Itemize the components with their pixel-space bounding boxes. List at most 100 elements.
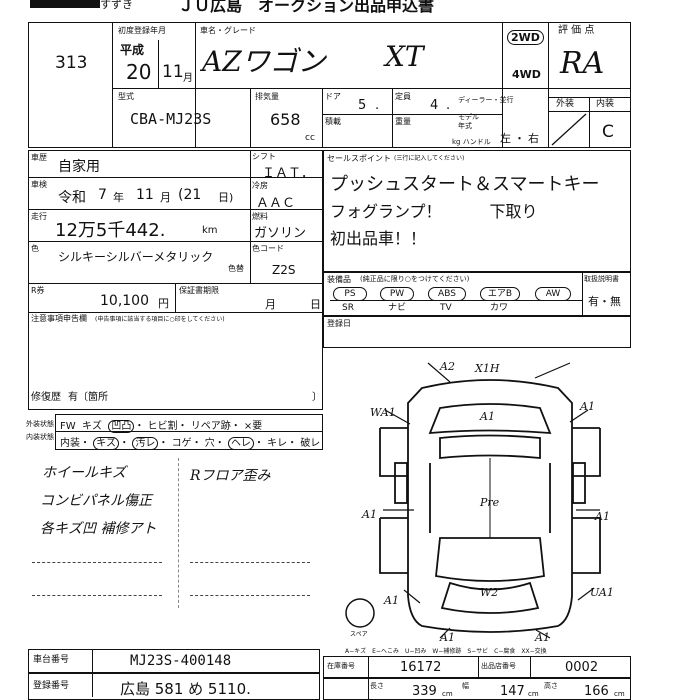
model-type-label: 型式 — [118, 92, 134, 101]
chassis-label: 車台番号 — [33, 655, 70, 665]
doors-unit: . — [375, 98, 380, 113]
width-unit: cm — [528, 690, 539, 698]
model-grade: XT — [385, 40, 424, 73]
mileage-unit: km — [202, 225, 218, 236]
lot-number: 313 — [55, 53, 88, 73]
info-table — [28, 150, 323, 410]
chk-interior: 内装 — [60, 438, 80, 449]
inspection-month-unit: 月 — [160, 191, 171, 204]
color-code-value: Z2S — [272, 263, 296, 277]
chk-burn: コゲ — [171, 438, 192, 449]
repair-end: 〕 — [312, 392, 322, 403]
inspection-era: 令和 — [58, 190, 86, 206]
drive-4wd: 4WD — [512, 68, 541, 81]
seats-value: 4 — [430, 98, 439, 113]
handle-left: 左 — [500, 132, 511, 145]
mileage-label: 走行 — [31, 212, 47, 221]
chk-fw: FW — [60, 421, 76, 432]
stock-row — [323, 656, 631, 678]
repair-label: 修復歴 — [31, 392, 61, 403]
first-reg-label: 初度登録年月 — [118, 26, 166, 35]
manual-value: 有・無 — [588, 295, 621, 308]
inspection-label: 車検 — [31, 180, 47, 189]
equip-airbag: エアB — [480, 287, 520, 301]
equipment-sub: (純正品に限り○をつけてください) — [360, 275, 470, 283]
note-line-1: ホイールキズ — [42, 465, 126, 481]
fuel-value: ガソリン — [254, 226, 307, 241]
chk-repair: リペア跡 — [190, 421, 231, 432]
warranty-day-unit: 日 — [310, 298, 321, 311]
mark-a1-right: A1 — [594, 510, 610, 523]
inspection-year-unit: 年 — [113, 191, 124, 204]
equip-leather: カワ — [490, 303, 509, 313]
equip-ps: PS — [333, 287, 367, 301]
equip-sr: SR — [342, 303, 354, 313]
header-title: ＪＵ広島 オークション出品申込書 — [178, 0, 435, 15]
mark-a1-left: A1 — [361, 508, 377, 521]
sales-point-line-2: フォグランプ！ 下取り — [330, 202, 538, 221]
first-reg-era: 平成 — [120, 43, 145, 57]
doors-value: 5 — [358, 98, 367, 113]
ac-value: ＡＡＣ — [256, 196, 296, 211]
interior-label: 内装 — [596, 99, 615, 109]
height-label: 高さ — [544, 682, 558, 690]
inspection-year: 7 — [98, 187, 107, 203]
mark-a1-rl: A1 — [383, 594, 399, 607]
condition-box — [323, 316, 631, 348]
chk-replace: ×要 — [243, 421, 263, 432]
header-left-fragment: すずき — [100, 0, 133, 11]
shift-value: ＩＡＴ． — [262, 166, 315, 181]
inspection-month: 11 — [136, 187, 154, 203]
mark-pre: Pre — [479, 496, 500, 509]
checklist-exterior-label: 外装状態 — [26, 420, 54, 428]
length-unit: cm — [442, 690, 453, 698]
legend-line: A−キズ E−へこみ U−凹み W−補修跡 S−サビ C−腐食 XX−交換 — [345, 648, 547, 655]
car-diagram: A2 X1H WA1 A1 A1 A1 A1 Pre W2 A1 UA1 A1 … — [345, 360, 614, 643]
grade-value: RA — [560, 46, 605, 81]
chassis-row — [28, 649, 320, 673]
loading-label: 積載 — [325, 117, 341, 126]
seats-unit: . — [446, 98, 451, 113]
chk-hole: 穴 — [204, 438, 215, 449]
mark-x1h: X1H — [474, 362, 500, 375]
usage-value: 自家用 — [58, 159, 100, 175]
model-year-label: 年式 — [458, 122, 472, 130]
mark-wa1: WA1 — [370, 406, 396, 419]
sales-points-box — [323, 150, 631, 272]
inspection-day-unit: 日) — [218, 191, 234, 204]
checklist-box — [55, 414, 323, 450]
stock-value-2: 0002 — [565, 660, 599, 675]
weight-label: 重量 — [395, 117, 411, 126]
warranty-label: 保証書期限 — [179, 286, 219, 295]
checklist-interior-row: 内装・ キズ・ 汚レ・ コゲ・ 穴・ ヘレ・ キレ・ 破レ — [60, 437, 321, 450]
seats-label: 定員 — [395, 92, 411, 101]
equip-abs: ABS — [428, 287, 466, 301]
checklist-exterior-row: FW キズ 凹凸・ ヒビ割・ リペア跡・ ×要 — [60, 420, 263, 433]
handle-sep: ・ — [514, 132, 525, 145]
chassis-value: MJ23S-400148 — [130, 653, 232, 669]
color-sub-label: 色替 — [228, 264, 244, 273]
chk-in-scratch: キズ — [93, 437, 120, 450]
chk-wear: ヘレ — [227, 437, 254, 450]
mark-a1-rear: A1 — [439, 631, 455, 643]
equip-aw: AW — [535, 287, 571, 301]
mark-a1-fr: A1 — [579, 400, 595, 413]
plate-label: 登録番号 — [33, 681, 70, 691]
model-type-value: CBA-MJ23S — [130, 110, 212, 128]
spare-label: スペア — [350, 631, 368, 638]
sales-point-line-3: 初出品車！！ — [330, 229, 427, 248]
length-value: 339 — [412, 684, 437, 699]
note-line-2: コンビパネル傷正 — [40, 493, 152, 509]
chk-crack: ヒビ割 — [147, 421, 178, 432]
height-value: 166 — [584, 684, 609, 699]
chk-dirt: 汚レ — [132, 437, 159, 450]
equipment-box — [323, 272, 631, 316]
equip-navi: ナビ — [388, 303, 407, 313]
exterior-label: 外装 — [556, 99, 575, 109]
drive-2wd: 2WD — [507, 30, 544, 45]
inspection-day: (21 — [178, 187, 202, 203]
notes-label: 注意事項申告欄 — [31, 314, 87, 323]
handle-label: kg ハンドル — [452, 138, 491, 146]
shift-label: シフト — [252, 152, 276, 161]
mark-a1-front: A1 — [479, 410, 495, 423]
